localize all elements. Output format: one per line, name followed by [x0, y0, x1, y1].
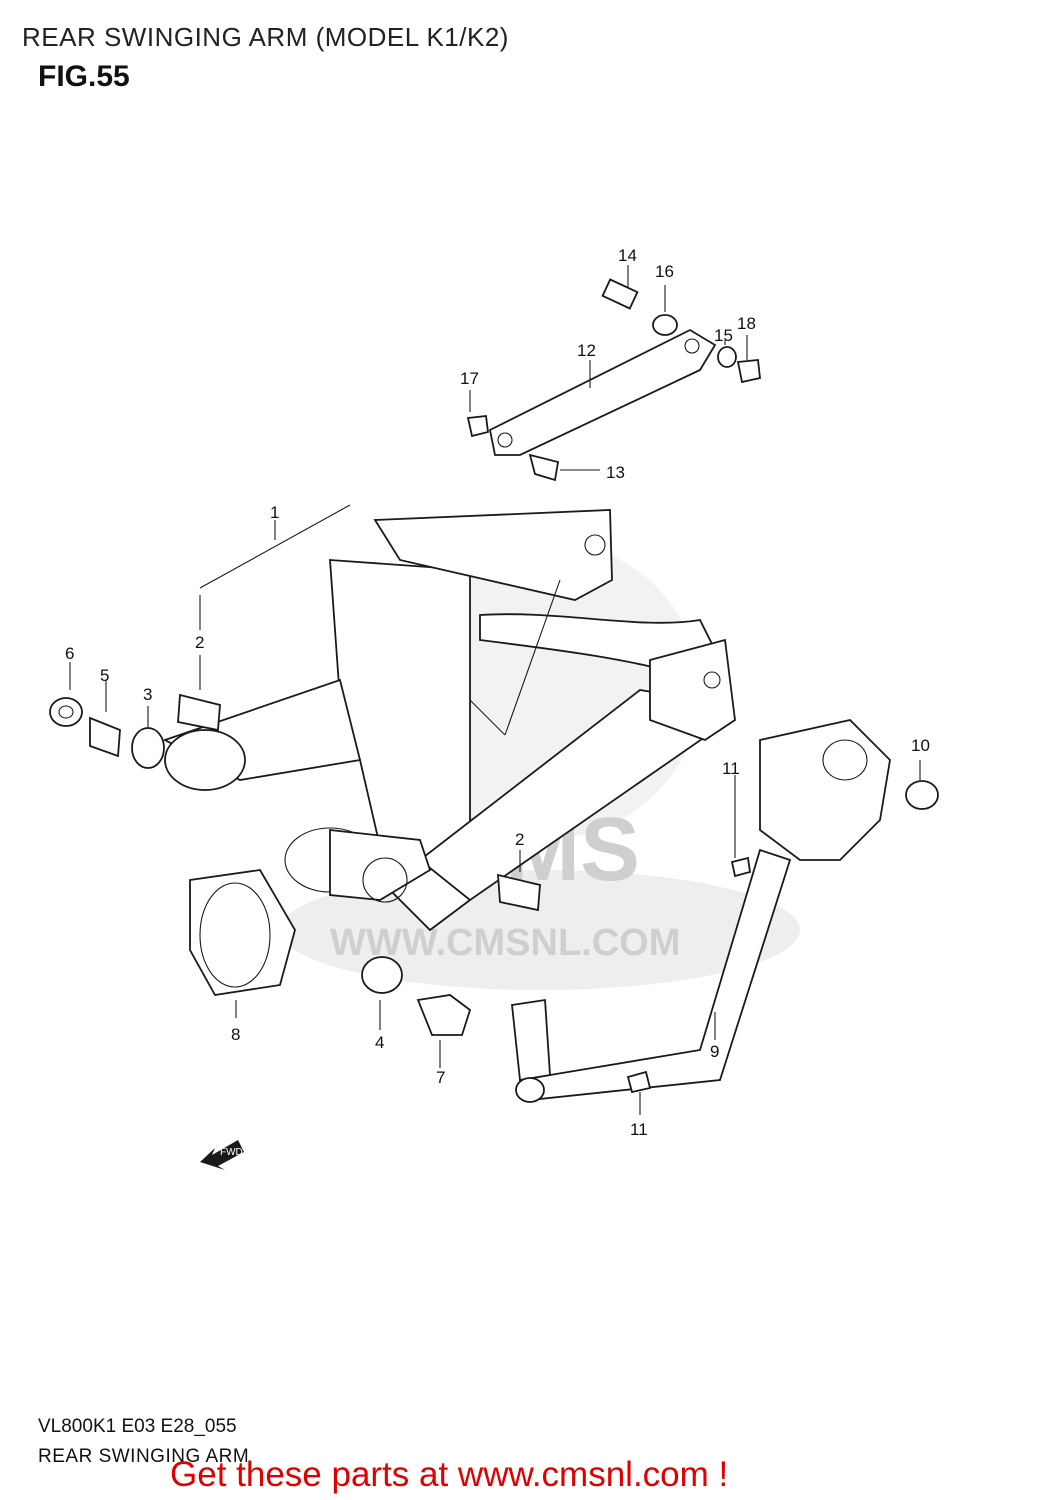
callout-13: 13 — [606, 463, 625, 482]
callout-11a: 11 — [722, 759, 740, 778]
page-title: REAR SWINGING ARM (MODEL K1/K2) — [22, 22, 509, 52]
callout-4: 4 — [375, 1033, 384, 1052]
callout-7: 7 — [436, 1068, 445, 1087]
callout-2b: 2 — [515, 830, 524, 849]
callout-18: 18 — [737, 314, 756, 333]
callout-17: 17 — [460, 369, 479, 388]
diagram-name: REAR SWINGING ARM — [38, 1446, 250, 1467]
torque-link-assembly — [466, 278, 761, 482]
forward-arrow: FWD — [200, 1140, 244, 1170]
callout-14: 14 — [618, 246, 637, 265]
callout-3: 3 — [143, 685, 152, 704]
rear-bracket — [511, 719, 891, 1103]
callout-12: 12 — [577, 341, 596, 360]
callout-1: 1 — [270, 503, 279, 522]
callout-16: 16 — [655, 262, 674, 281]
callout-15: 15 — [714, 326, 733, 345]
callout-10: 10 — [911, 736, 930, 755]
callout-6: 6 — [65, 644, 74, 663]
swing-arm-body — [162, 509, 736, 932]
figure-number: FIG.55 — [38, 60, 130, 93]
small-parts — [49, 693, 939, 1094]
callout-2: 2 — [195, 633, 204, 652]
callout-11b: 11 — [630, 1120, 648, 1139]
callout-8: 8 — [231, 1025, 240, 1044]
callout-9: 9 — [710, 1042, 719, 1061]
diagram-code: VL800K1 E03 E28_055 — [38, 1416, 237, 1437]
fwd-label: FWD — [220, 1147, 243, 1158]
promo-link[interactable]: Get these parts at www.cmsnl.com ! — [170, 1455, 729, 1494]
callouts: 1 2 3 4 5 6 7 8 9 10 11 12 13 14 15 16 1… — [65, 246, 930, 1139]
callout-5: 5 — [100, 666, 109, 685]
leader-lines — [69, 265, 921, 1115]
